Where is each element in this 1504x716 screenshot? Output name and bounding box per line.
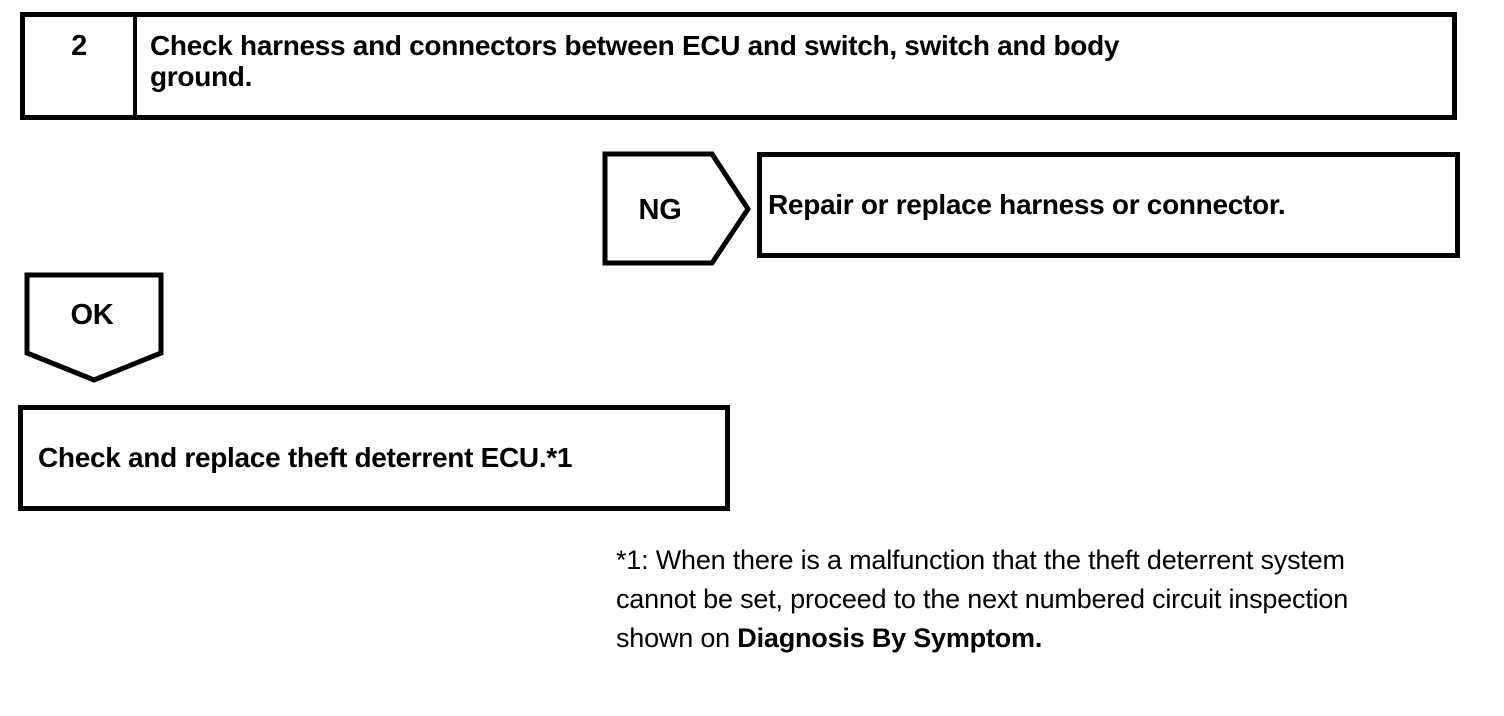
ng-action-text: Repair or replace harness or connector. xyxy=(768,189,1286,220)
ok-pentagon-outline xyxy=(24,272,164,383)
ok-action-box: Check and replace theft deterrent ECU.*1 xyxy=(18,405,730,511)
footnote-line-3: shown on Diagnosis By Symptom. xyxy=(616,619,1486,658)
step-instruction: Check harness and connectors between ECU… xyxy=(137,17,1452,115)
step-number: 2 xyxy=(25,17,137,115)
footnote-line-3-regular: shown on xyxy=(616,623,738,653)
footnote-line-2: cannot be set, proceed to the next numbe… xyxy=(616,584,1349,614)
ok-label: OK xyxy=(71,299,114,331)
footnote-line-1: *1: When there is a malfunction that the… xyxy=(616,545,1345,575)
ok-action-text: Check and replace theft deterrent ECU.*1 xyxy=(38,442,573,473)
ng-action-box: Repair or replace harness or connector. xyxy=(757,152,1460,258)
ok-connector-shape: OK xyxy=(24,272,164,383)
ng-connector-shape: NG xyxy=(602,151,751,266)
step-instruction-line-1: Check harness and connectors between ECU… xyxy=(150,30,1120,61)
step-instruction-line-2: ground. xyxy=(150,61,253,92)
footnote: *1: When there is a malfunction that the… xyxy=(616,541,1486,658)
ng-label: NG xyxy=(639,194,682,226)
footnote-line-3-bold: Diagnosis By Symptom. xyxy=(737,623,1043,653)
step-box: 2 Check harness and connectors between E… xyxy=(20,12,1457,120)
ng-pentagon-outline xyxy=(602,151,751,266)
